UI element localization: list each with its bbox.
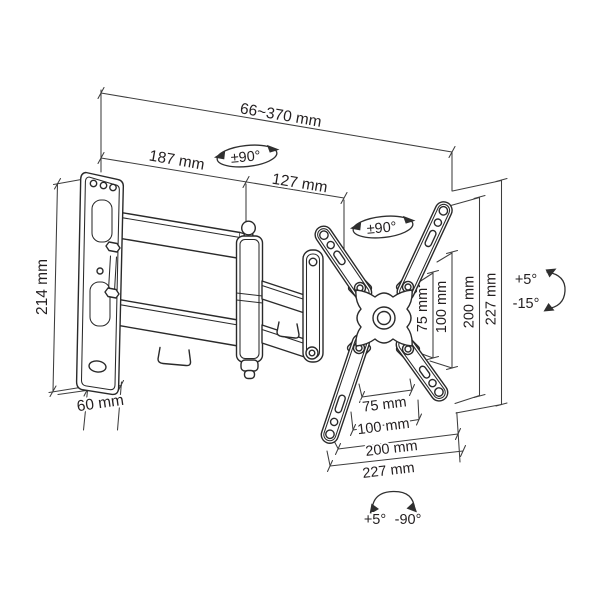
mounting-slot xyxy=(88,360,107,373)
vesa-v200-label: 200 mm xyxy=(462,276,478,328)
rotation-symbol-plate xyxy=(349,215,416,239)
vesa-h100-label: 100 mm xyxy=(357,416,411,438)
center-hole xyxy=(376,310,392,326)
tilt-bracket xyxy=(302,249,324,363)
vesa-hub xyxy=(355,289,413,347)
plate-width-label: 60 mm xyxy=(76,392,125,415)
dimension-lines xyxy=(48,86,508,473)
ball-stud xyxy=(240,220,256,236)
vesa-v100-label: 100 mm xyxy=(434,281,450,333)
cable-clip-2 xyxy=(276,321,300,339)
swivel-down-label: -90° xyxy=(395,512,422,528)
first-arm-length-label: 187 mm xyxy=(148,147,206,173)
hinge-nut-bottom xyxy=(104,287,120,299)
dimension-plate-height xyxy=(48,177,85,398)
tilt-down-label: -15° xyxy=(513,296,540,312)
second-arm-length-label: 127 mm xyxy=(271,171,329,197)
dimension-vesa-horizontal xyxy=(326,378,467,473)
plate-height-label: 214 mm xyxy=(34,259,51,315)
extension-range-label: 66~370 mm xyxy=(239,100,323,130)
arm-section-2 xyxy=(261,280,307,359)
arm-swivel-label: ±90° xyxy=(230,148,261,167)
plate-rotation-label: ±90° xyxy=(366,219,397,238)
tilt-arc xyxy=(543,268,566,312)
swivel-up-label: +5° xyxy=(364,512,386,528)
mounting-hole xyxy=(99,181,108,190)
vesa-h227-label: 227 mm xyxy=(362,460,416,482)
wall-plate xyxy=(75,171,125,396)
vesa-arm-ne xyxy=(396,201,453,302)
mount-drawing xyxy=(75,171,453,444)
elbow-joint xyxy=(235,220,264,380)
swivel-symbol-arm xyxy=(213,144,280,168)
cable-clip-1 xyxy=(157,346,192,367)
dimension-vesa-vertical xyxy=(413,177,508,414)
swivel-arc-bottom xyxy=(369,490,417,515)
rotation-symbols xyxy=(213,144,566,515)
vesa-v227-label: 227 mm xyxy=(484,273,500,325)
mounting-hole xyxy=(89,179,98,188)
mounting-hole xyxy=(109,183,117,192)
arm-section-1 xyxy=(109,210,248,367)
vesa-h75-label: 75 mm xyxy=(362,394,408,415)
vesa-v75-label: 75 mm xyxy=(415,288,431,332)
tilt-up-label: +5° xyxy=(515,272,537,288)
hinge-nut-top xyxy=(105,241,121,253)
vesa-arm-nw xyxy=(314,225,373,302)
